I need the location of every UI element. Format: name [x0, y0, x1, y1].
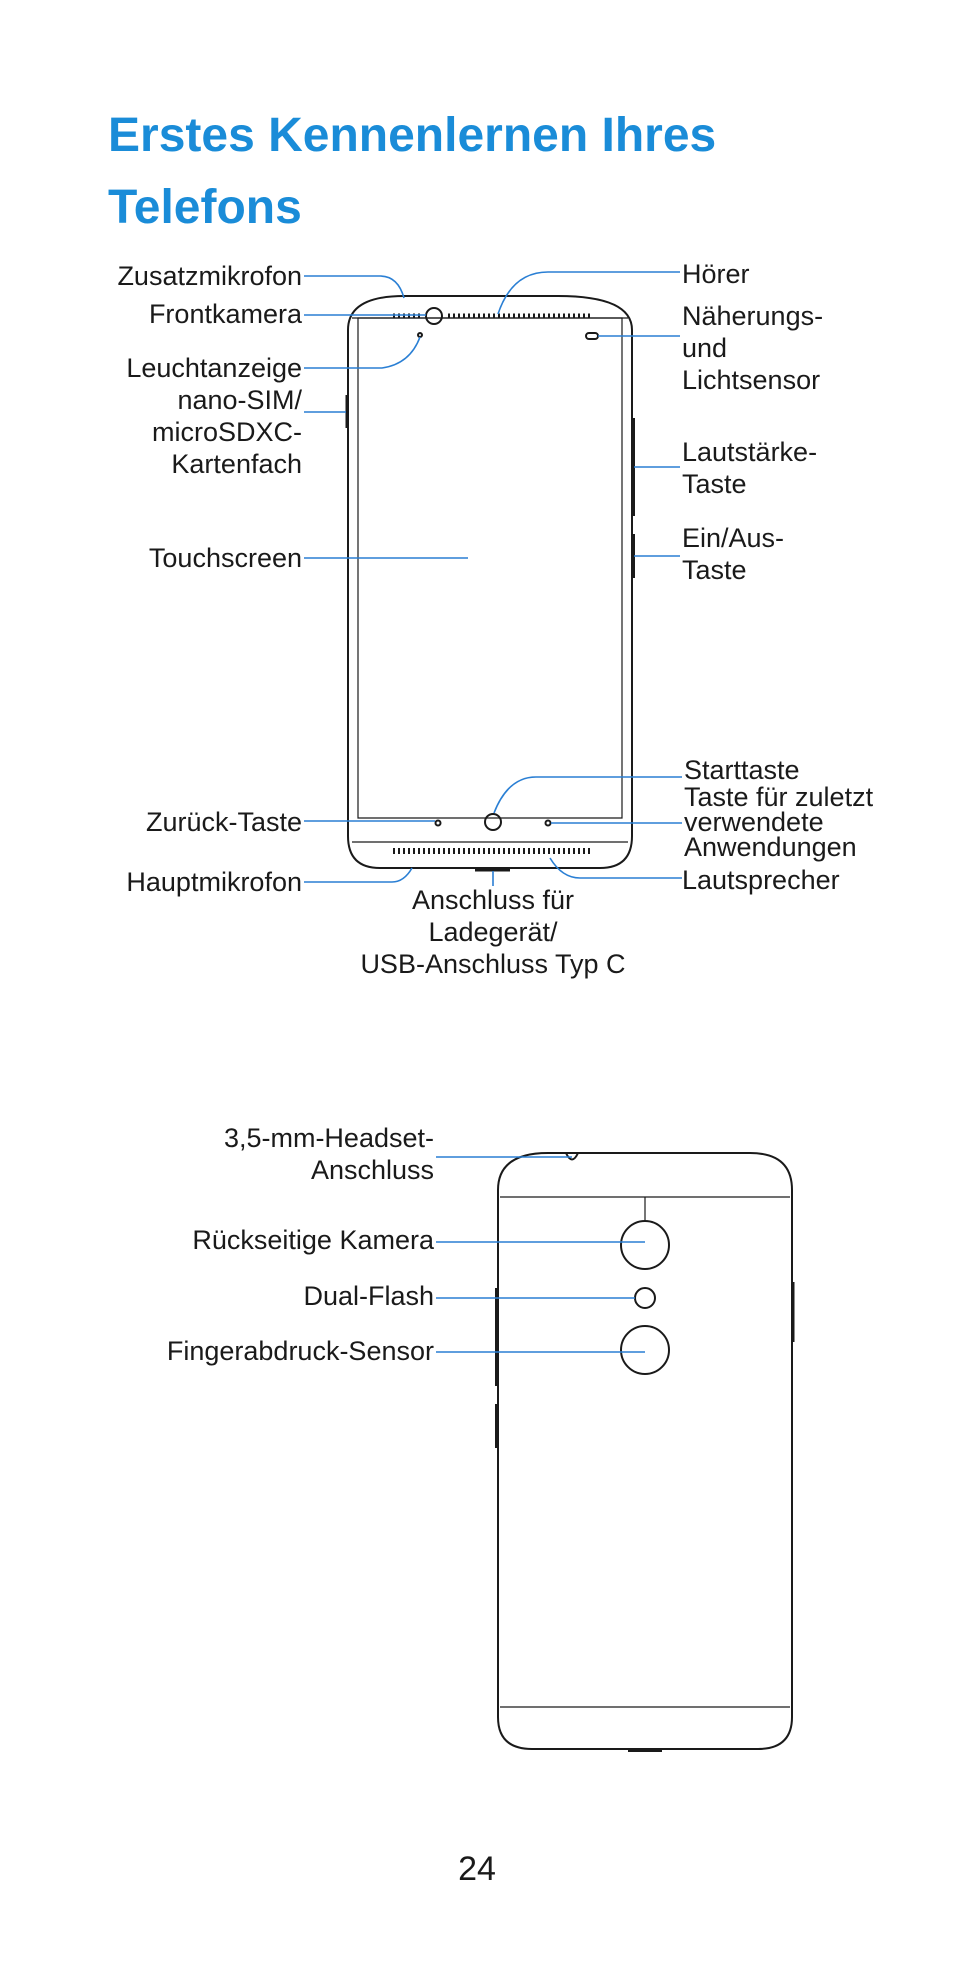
- label-starttaste: Starttaste: [684, 755, 800, 785]
- leader-hauptmikrofon: [304, 867, 413, 883]
- back-leader-lines: [436, 1156, 645, 1353]
- label-hoerer: Hörer: [682, 259, 750, 289]
- leader-hoerer: [497, 271, 680, 315]
- leader-starttaste: [493, 776, 682, 814]
- label-frontkamera: Frontkamera: [148, 299, 302, 329]
- back-view-phone: [495, 1152, 795, 1752]
- back-phone-body: [497, 1152, 793, 1750]
- label-leuchtanzeige: Leuchtanzeige: [126, 353, 302, 383]
- leader-leuchtanzeige: [304, 336, 421, 369]
- label-rueckseitige-kamera: Rückseitige Kamera: [192, 1225, 434, 1255]
- led-indicator: [417, 332, 423, 338]
- label-lautsprecher: Lautsprecher: [682, 865, 840, 895]
- back-key-dot: [434, 819, 442, 827]
- dual-flash: [634, 1287, 656, 1309]
- label-hauptmikrofon: Hauptmikrofon: [126, 867, 302, 897]
- page-number: 24: [458, 1850, 496, 1888]
- front-screen-edge: [357, 317, 623, 819]
- label-touchscreen: Touchscreen: [148, 543, 302, 573]
- recent-key-dot: [544, 819, 552, 827]
- leader-lautsprecher: [549, 857, 682, 879]
- leader-zusatzmikrofon: [304, 275, 405, 299]
- front-leader-lines: [304, 271, 682, 886]
- label-naeherung: Näherungs- und Lichtsensor: [682, 301, 824, 395]
- front-phone-body: [347, 295, 633, 869]
- label-lautstaerke: Lautstärke- Taste: [682, 437, 818, 499]
- front-view-phone: [345, 295, 635, 872]
- fingerprint-sensor: [620, 1325, 670, 1375]
- label-fingerabdruck-sensor: Fingerabdruck-Sensor: [166, 1336, 434, 1366]
- proximity-sensor: [585, 332, 599, 340]
- label-zuletzt: Taste für zuletzt verwendete Anwendungen: [684, 782, 874, 862]
- front-camera-lens: [425, 307, 443, 325]
- label-anschluss: Anschluss für Ladegerät/ USB-Anschluss T…: [360, 885, 626, 979]
- label-zurueck: Zurück-Taste: [145, 807, 302, 837]
- home-key: [484, 813, 502, 831]
- rear-camera-lens: [620, 1220, 670, 1270]
- label-headset: 3,5-mm-Headset- Anschluss: [223, 1123, 434, 1185]
- page-title: Erstes Kennenlernen Ihres Telefons: [108, 109, 717, 234]
- headset-jack: [565, 1152, 579, 1161]
- label-dual-flash: Dual-Flash: [303, 1281, 434, 1311]
- label-einaus: Ein/Aus- Taste: [682, 523, 785, 585]
- label-zusatzmikrofon: Zusatzmikrofon: [117, 261, 302, 291]
- label-kartenfach: nano-SIM/ microSDXC- Kartenfach: [151, 385, 302, 479]
